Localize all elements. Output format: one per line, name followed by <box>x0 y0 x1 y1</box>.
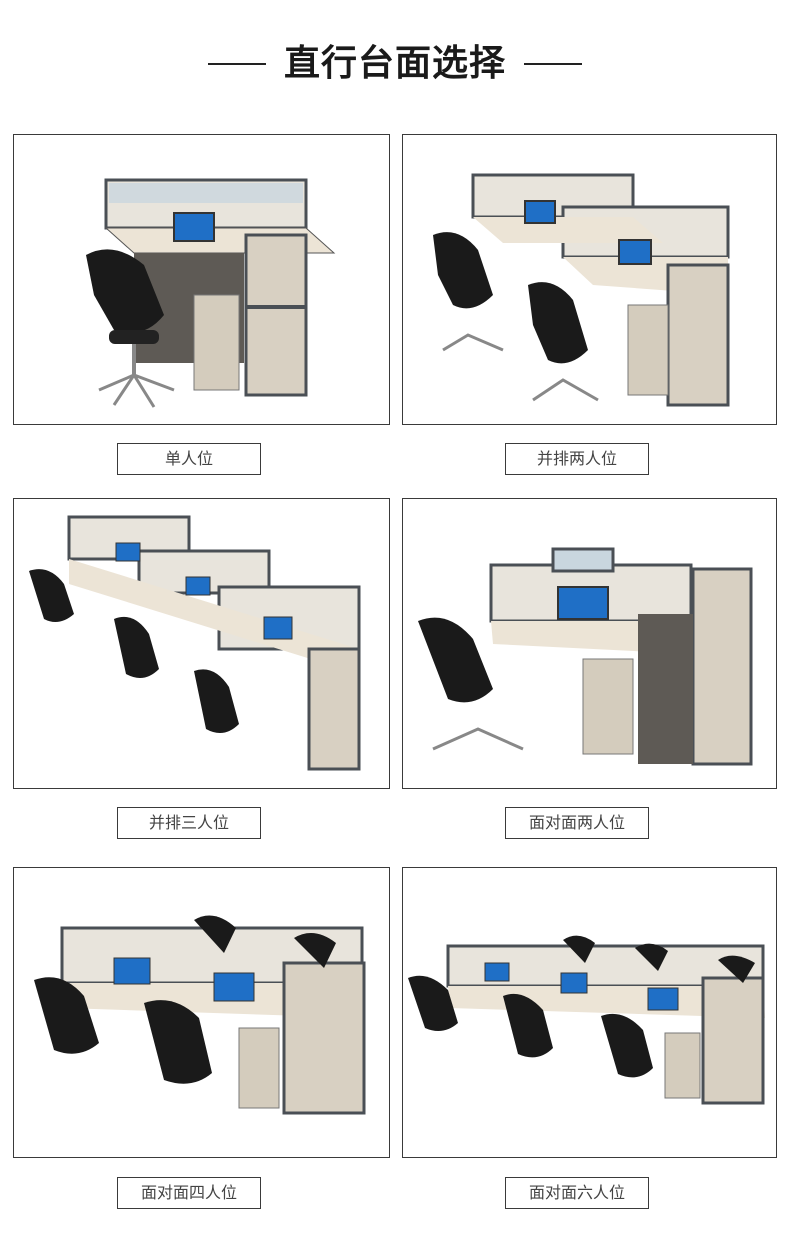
section-header: 直行台面选择 <box>0 38 790 94</box>
option-label-four-face[interactable]: 面对面四人位 <box>117 1177 261 1209</box>
page-title: 直行台面选择 <box>283 43 506 84</box>
title-divider-right <box>524 63 582 65</box>
workstation-six-face-illustration <box>408 935 765 1105</box>
workstation-single-illustration <box>86 178 336 408</box>
option-image-two-face[interactable] <box>402 498 777 789</box>
workstation-three-side-illustration <box>29 515 361 771</box>
workstation-two-side-illustration <box>433 173 730 407</box>
option-image-single[interactable] <box>13 134 390 425</box>
option-label-six-face[interactable]: 面对面六人位 <box>505 1177 649 1209</box>
option-label-two-side[interactable]: 并排两人位 <box>505 443 649 475</box>
option-image-six-face[interactable] <box>402 867 777 1158</box>
option-image-four-face[interactable] <box>13 867 390 1158</box>
option-label-three-side[interactable]: 并排三人位 <box>117 807 261 839</box>
option-image-three-side[interactable] <box>13 498 390 789</box>
workstation-two-face-illustration <box>418 547 753 766</box>
option-label-two-face[interactable]: 面对面两人位 <box>505 807 649 839</box>
workstation-four-face-illustration <box>34 915 366 1115</box>
option-label-single[interactable]: 单人位 <box>117 443 261 475</box>
title-divider-left <box>208 63 266 65</box>
option-image-two-side[interactable] <box>402 134 777 425</box>
